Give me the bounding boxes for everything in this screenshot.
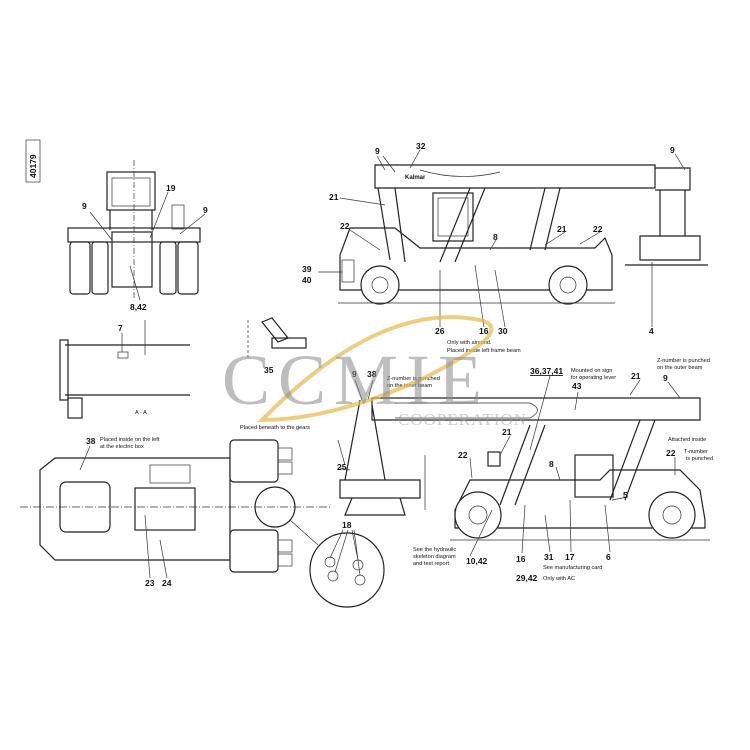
label-30: 30 xyxy=(498,326,508,336)
label-43: 43 xyxy=(572,381,582,391)
side-view-top: Kalmar 9 32 9 21 22 21 22 8 39 40 26 16 … xyxy=(302,141,708,336)
note-aircond: Only with aircond. xyxy=(447,340,492,346)
label-16: 16 xyxy=(479,326,489,336)
label-8: 8 xyxy=(549,459,554,469)
note-outer-beam-2: on the outer beam xyxy=(657,365,703,371)
label-38: 38 xyxy=(86,436,96,446)
note-electric-box-2: at the electric box xyxy=(100,444,144,450)
drawing-number-box: 40179 xyxy=(25,139,41,183)
label-26: 26 xyxy=(435,326,445,336)
watermark-text: CCMIE xyxy=(222,340,490,420)
label-19: 19 xyxy=(166,183,176,193)
top-view: 38 Placed inside on the left at the elec… xyxy=(20,436,385,608)
label-9: 9 xyxy=(82,201,87,211)
label-23: 23 xyxy=(145,578,155,588)
label-5: 5 xyxy=(623,490,628,500)
label-21: 21 xyxy=(631,371,641,381)
label-9: 9 xyxy=(663,373,668,383)
label-31: 31 xyxy=(544,552,554,562)
note-operating-lever: for operating lever xyxy=(571,375,616,381)
label-21: 21 xyxy=(557,224,567,234)
label-22: 22 xyxy=(340,221,350,231)
label-7: 7 xyxy=(118,323,123,333)
label-22: 22 xyxy=(458,450,468,460)
label-22: 22 xyxy=(593,224,603,234)
note-attached-inside: Attached inside xyxy=(668,437,706,443)
label-16: 16 xyxy=(516,554,526,564)
label-6: 6 xyxy=(606,552,611,562)
label-32: 32 xyxy=(416,141,426,151)
label-29-42: 29,42 xyxy=(516,573,538,583)
rear-view: 9 19 9 8,42 xyxy=(67,160,208,312)
label-25: 25 xyxy=(337,462,347,472)
note-t-number: T-number xyxy=(684,449,708,455)
note-sign: Mounted on sign xyxy=(571,368,612,374)
watermark: CCMIE COOPERATION xyxy=(222,315,527,429)
label-38: 38 xyxy=(367,369,377,379)
label-9: 9 xyxy=(670,145,675,155)
drawing-number: 40179 xyxy=(28,154,38,178)
label-8: 8 xyxy=(493,232,498,242)
label-4: 4 xyxy=(649,326,654,336)
note-hydraulic: See the hydraulic xyxy=(413,547,456,553)
sign-detail: 35 xyxy=(247,317,307,375)
label-24: 24 xyxy=(162,578,172,588)
kalmar-logo: Kalmar xyxy=(405,175,426,181)
label-35: 35 xyxy=(264,365,274,375)
label-9: 9 xyxy=(203,205,208,215)
label-22: 22 xyxy=(666,448,676,458)
label-10-42: 10,42 xyxy=(466,556,488,566)
label-18: 18 xyxy=(342,520,352,530)
side-view-bottom: 9 38 Z-number is punched on the inner be… xyxy=(240,358,713,583)
label-21: 21 xyxy=(329,192,339,202)
label-21: 21 xyxy=(502,427,512,437)
label-36-37-41: 36,37,41 xyxy=(530,366,563,376)
note-only-ac: Only with AC xyxy=(543,576,575,582)
label-9: 9 xyxy=(375,146,380,156)
note-electric-box: Placed inside on the left xyxy=(100,437,160,443)
note-hydraulic-2: skeleton diagram xyxy=(413,554,456,560)
note-t-number-2: is punched xyxy=(686,456,713,462)
label-39: 39 xyxy=(302,264,312,274)
label-17: 17 xyxy=(565,552,575,562)
note-outer-beam: Z-number is punched xyxy=(657,358,710,364)
note-inner-beam: Z-number is punched xyxy=(387,376,440,382)
detail-a-a: 7 A - A xyxy=(59,320,190,419)
watermark-subtext: COOPERATION xyxy=(398,410,527,429)
note-manufacturing-card: See manufacturing card xyxy=(543,565,602,571)
label-9: 9 xyxy=(352,369,357,379)
section-label: A - A xyxy=(135,410,147,416)
label-8-42: 8,42 xyxy=(130,302,147,312)
note-gears: Placed beneath to the gears xyxy=(240,425,310,431)
label-40: 40 xyxy=(302,275,312,285)
note-hydraulic-3: and test report xyxy=(413,561,450,567)
note-left-frame-beam: Placed inside left frame beam xyxy=(447,348,521,354)
